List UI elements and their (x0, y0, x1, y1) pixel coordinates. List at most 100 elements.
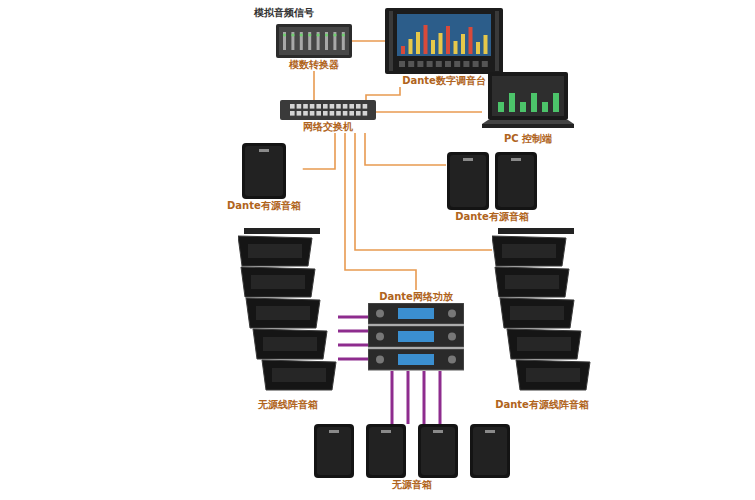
switch-port (290, 104, 295, 109)
console-button (436, 61, 442, 67)
switch-port (297, 104, 302, 109)
amp-knob (376, 356, 384, 364)
switch-device: 网络交换机 (280, 100, 376, 133)
amp-unit (368, 326, 464, 347)
amp-display (398, 308, 434, 319)
speaker-device: Dante有源音箱 (225, 143, 303, 212)
speaker-grill (245, 146, 283, 196)
laptop-lid (488, 72, 568, 120)
converter-device-picture (276, 24, 352, 58)
console-screen (397, 14, 491, 56)
meter-bar (484, 35, 488, 54)
adc-panel (279, 27, 349, 55)
amp-knob (376, 310, 384, 318)
adc-channel (300, 32, 303, 50)
screen-meter (498, 102, 504, 112)
console-button (454, 61, 460, 67)
switch-port (336, 104, 341, 109)
cable-connector (355, 133, 492, 250)
array-cabinet (516, 360, 590, 390)
array-cabinet (495, 267, 569, 297)
adc-led (283, 33, 286, 36)
device-label: PC 控制端 (502, 132, 554, 145)
speaker-pair-picture (446, 152, 538, 210)
adc-channel (308, 32, 311, 50)
switch-port (330, 111, 335, 116)
console-button (408, 61, 414, 67)
fly-bar (498, 228, 574, 234)
screen-meter (520, 102, 526, 112)
rack-ear (495, 11, 499, 71)
cable-connector (352, 40, 385, 42)
speaker-device-picture (240, 143, 288, 199)
array-grill (256, 306, 310, 320)
device-label: 无源音箱 (390, 478, 434, 491)
meter-bar (454, 41, 458, 54)
screen-meter (542, 102, 548, 112)
speaker-logo (485, 430, 495, 433)
speaker-cabinet (242, 143, 286, 199)
meter-bar (401, 46, 405, 54)
meter-bar (439, 33, 443, 54)
array-cabinet (238, 236, 312, 266)
laptop-base (482, 124, 574, 128)
switch-port (330, 104, 335, 109)
meter-bar (409, 39, 413, 54)
amplifier-device: Dante网络功放 (368, 290, 464, 371)
console-button (473, 61, 479, 67)
speaker-logo (463, 158, 473, 161)
device-label: 无源线阵音箱 (256, 398, 320, 411)
line-array-picture (238, 228, 338, 398)
cable-connector (313, 71, 315, 100)
line-array: 无源线阵音箱 (238, 228, 338, 411)
meter-bar (431, 40, 435, 54)
adc-led (342, 33, 345, 36)
adc-channel (342, 32, 345, 50)
speaker-group: 无源音箱 (312, 424, 512, 491)
speaker-grill (421, 427, 455, 475)
console-button (445, 61, 451, 67)
switch-port (343, 111, 348, 116)
speaker-grill (317, 427, 351, 475)
amp-display (398, 354, 434, 365)
amp-unit (368, 303, 464, 324)
amp-knob (448, 333, 456, 341)
speaker-logo (329, 430, 339, 433)
switch-port (316, 111, 321, 116)
meter-bar (416, 32, 420, 54)
amp-knob (448, 310, 456, 318)
adc-channel (333, 32, 336, 50)
array-grill (272, 368, 326, 382)
speaker-cabinet (447, 152, 489, 210)
speaker-group-picture (312, 424, 512, 478)
switch-port (310, 104, 315, 109)
amplifier-device-picture (368, 303, 464, 371)
adc-channel (317, 32, 320, 50)
switch-port (316, 104, 321, 109)
fly-bar (244, 228, 320, 234)
array-grill (502, 244, 556, 258)
console-device-picture (385, 8, 503, 74)
array-grill (263, 337, 317, 351)
console-button (417, 61, 423, 67)
adc-led (325, 33, 328, 36)
console-case (385, 8, 503, 74)
screen-meter (553, 93, 559, 112)
console-button (482, 61, 488, 67)
adc-led (291, 33, 294, 36)
switch-port (323, 104, 328, 109)
line-array: Dante有源线阵音箱 (492, 228, 592, 411)
speaker-grill (473, 427, 507, 475)
switch-port (303, 111, 308, 116)
switch-port (343, 104, 348, 109)
adc-channel (283, 32, 286, 50)
switch-port (363, 104, 368, 109)
meter-bar (469, 27, 473, 54)
speaker-logo (511, 158, 521, 161)
screen-meter (531, 93, 537, 112)
pc-device: PC 控制端 (482, 72, 574, 145)
switch-case (280, 100, 376, 120)
device-label: Dante网络功放 (377, 290, 455, 303)
switch-port (290, 111, 295, 116)
